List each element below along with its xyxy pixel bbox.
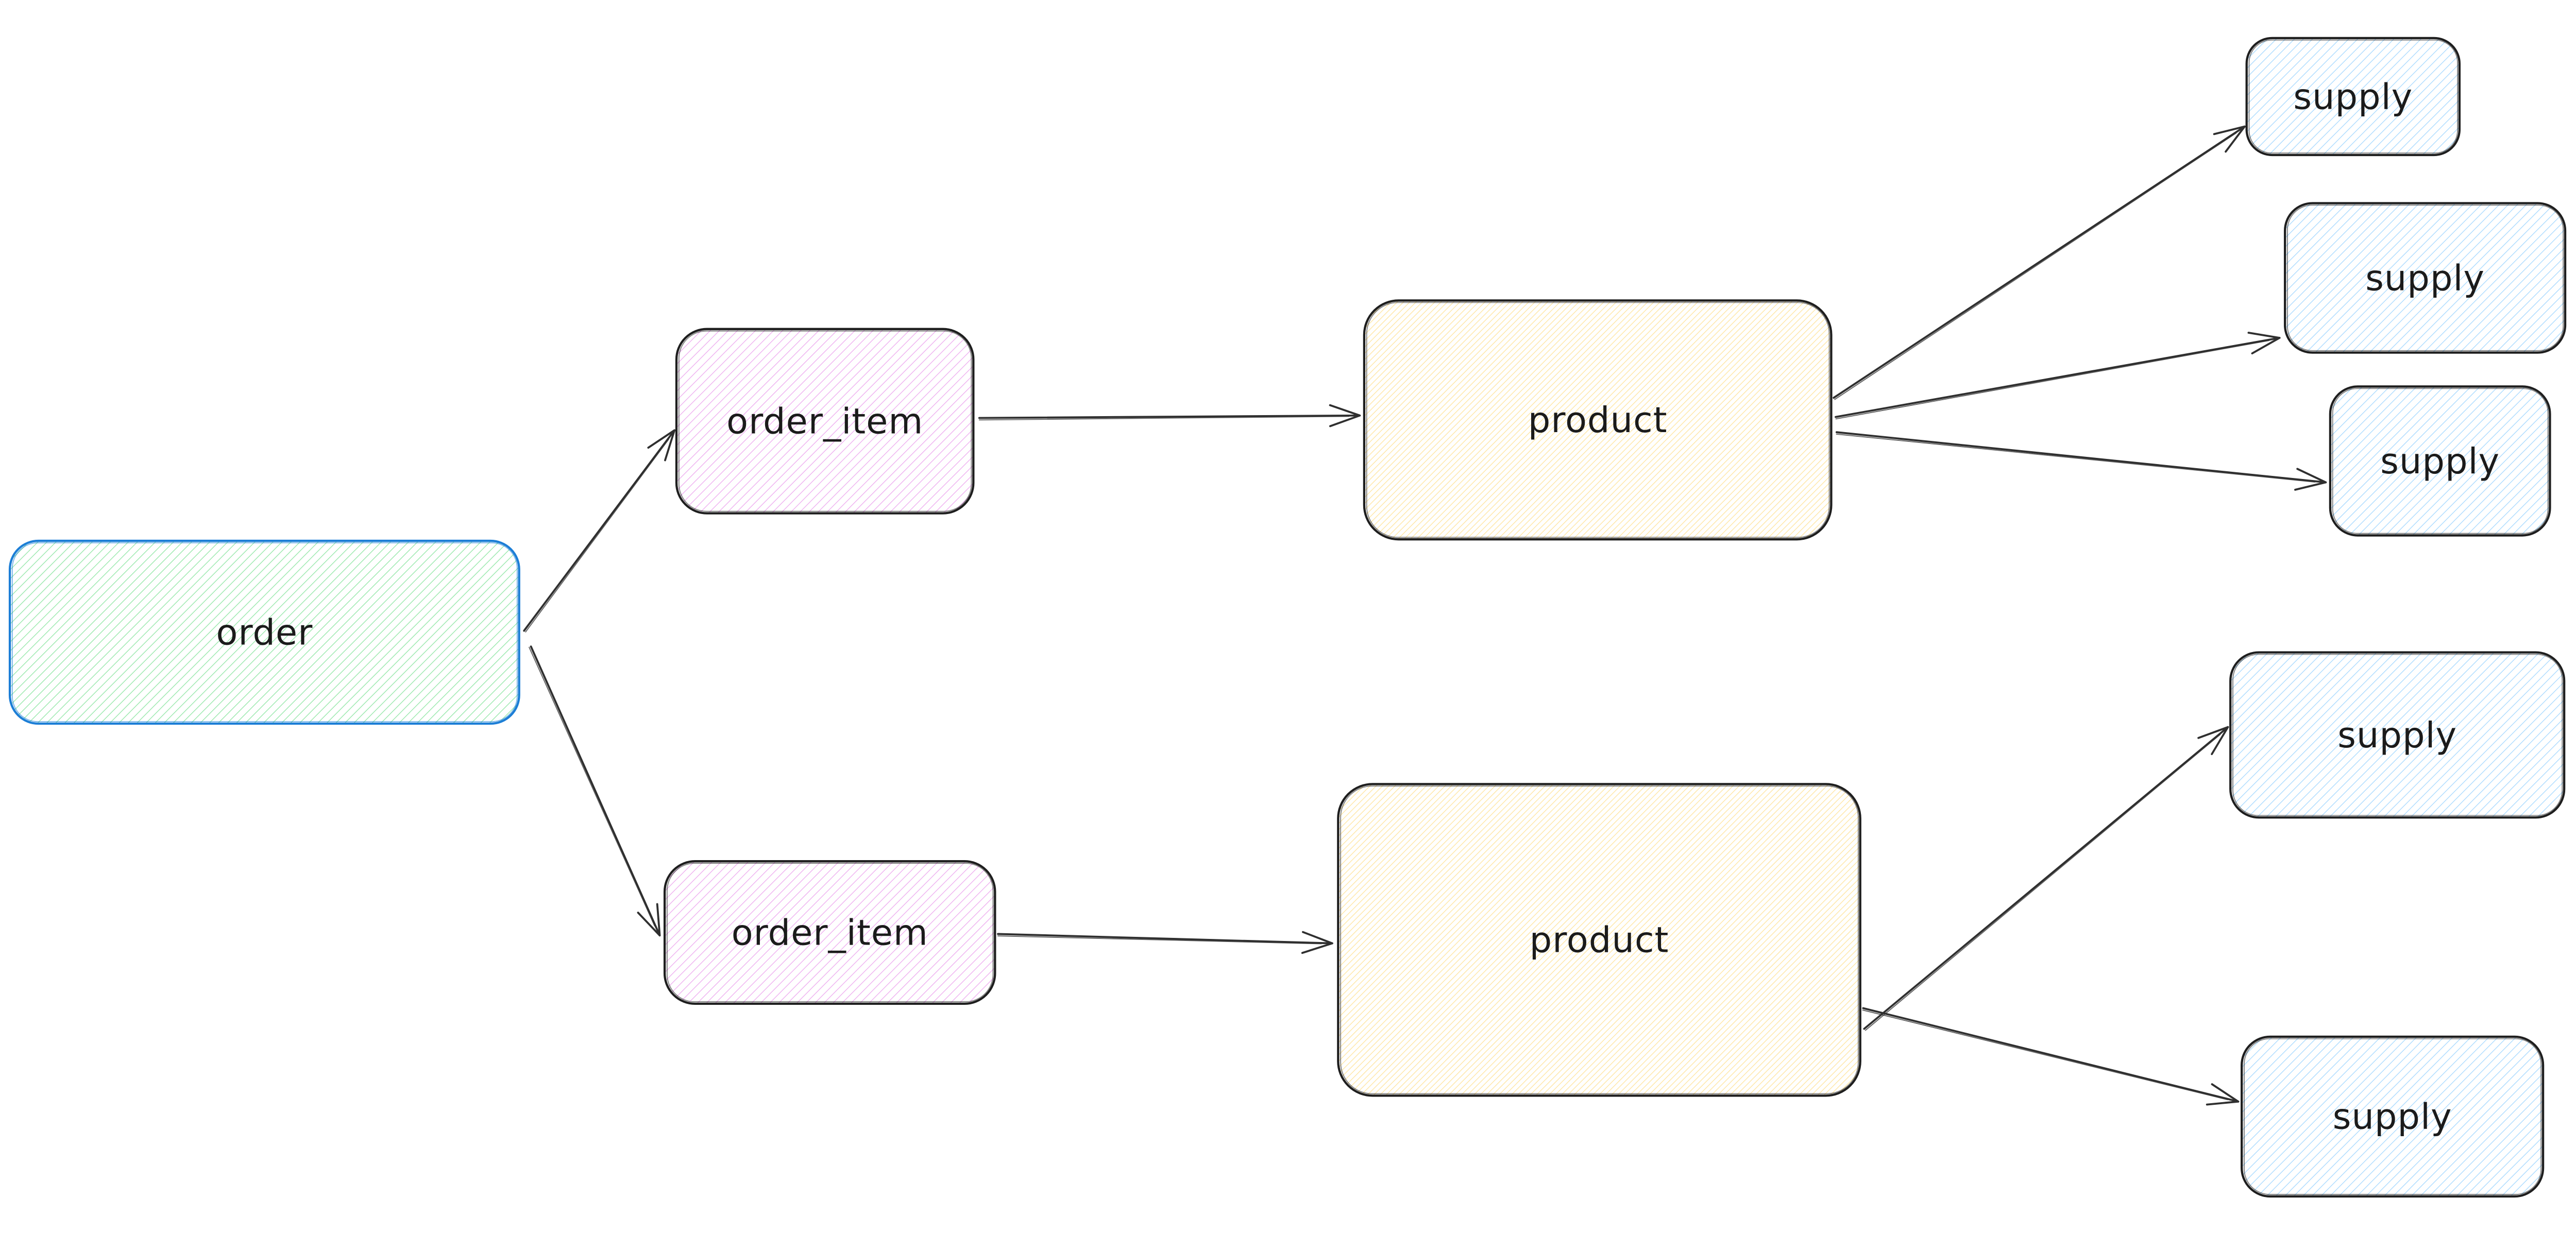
edge-order-item-top-to-product-top[interactable] bbox=[978, 404, 1361, 427]
node-box[interactable] bbox=[1337, 783, 1861, 1097]
arrowhead-icon bbox=[2294, 468, 2327, 491]
arrowhead-icon bbox=[2247, 332, 2281, 355]
node-label: supply bbox=[2365, 258, 2485, 299]
node-label: supply bbox=[2293, 76, 2413, 117]
node-box-sketch-outline bbox=[2243, 1038, 2542, 1195]
node-box-sketch-outline bbox=[666, 863, 994, 1003]
edge-order-item-bottom-to-product-bottom[interactable] bbox=[997, 931, 1333, 954]
node-label: order bbox=[216, 612, 313, 653]
edge-product-top-to-supply-2[interactable] bbox=[1835, 332, 2281, 420]
nodes-layer: orderorder_itemorder_itemproductproducts… bbox=[8, 37, 2567, 1198]
node-supply-4[interactable]: supply bbox=[2229, 651, 2566, 819]
node-box-sketch-outline bbox=[2248, 39, 2458, 154]
node-label: supply bbox=[2380, 441, 2500, 482]
node-box[interactable] bbox=[2283, 202, 2567, 354]
arrowhead-icon bbox=[637, 903, 661, 937]
node-box[interactable] bbox=[1363, 299, 1833, 541]
node-box-sketch-outline bbox=[1340, 785, 1859, 1094]
arrowhead-icon bbox=[2197, 726, 2229, 756]
node-supply-2[interactable]: supply bbox=[2283, 202, 2567, 354]
node-label: supply bbox=[2333, 1097, 2452, 1138]
node-box-sketch-outline bbox=[1366, 302, 1830, 538]
node-product-top[interactable]: product bbox=[1363, 299, 1833, 541]
node-order[interactable]: order bbox=[8, 539, 520, 725]
node-box-sketch-outline bbox=[2286, 204, 2564, 351]
node-box-sketch-outline bbox=[11, 542, 518, 723]
node-box[interactable] bbox=[2245, 37, 2461, 157]
node-box[interactable] bbox=[2240, 1035, 2545, 1198]
node-box[interactable] bbox=[8, 539, 520, 725]
arrowhead-icon bbox=[2206, 1083, 2240, 1106]
node-order-item-bottom[interactable]: order_item bbox=[663, 860, 996, 1005]
node-supply-3[interactable]: supply bbox=[2329, 385, 2551, 537]
node-box[interactable] bbox=[2229, 651, 2566, 819]
node-box[interactable] bbox=[675, 328, 975, 515]
edge-product-top-to-supply-1[interactable] bbox=[1833, 125, 2246, 400]
arrowhead-icon bbox=[1301, 931, 1333, 954]
edge-product-bottom-to-supply-4[interactable] bbox=[1863, 726, 2229, 1031]
edge-product-top-to-supply-3[interactable] bbox=[1835, 431, 2327, 491]
node-label: product bbox=[1530, 920, 1669, 961]
node-box-sketch-outline bbox=[2232, 654, 2563, 816]
edge-order-to-order-item-bottom[interactable] bbox=[529, 645, 661, 937]
node-supply-5[interactable]: supply bbox=[2240, 1035, 2545, 1198]
node-product-bottom[interactable]: product bbox=[1337, 783, 1861, 1097]
node-box-sketch-outline bbox=[2332, 388, 2549, 534]
edges-layer bbox=[523, 125, 2327, 1106]
node-box[interactable] bbox=[2329, 385, 2551, 537]
node-label: supply bbox=[2337, 715, 2457, 756]
node-label: order_item bbox=[726, 401, 923, 442]
arrowhead-icon bbox=[647, 429, 676, 461]
node-label: product bbox=[1528, 400, 1668, 441]
arrowhead-icon bbox=[1329, 404, 1361, 427]
edge-order-to-order-item-top[interactable] bbox=[523, 429, 676, 632]
node-order-item-top[interactable]: order_item bbox=[675, 328, 975, 515]
edge-product-bottom-to-supply-5[interactable] bbox=[1862, 1007, 2240, 1106]
node-supply-1[interactable]: supply bbox=[2245, 37, 2461, 157]
node-label: order_item bbox=[732, 912, 928, 953]
arrowhead-icon bbox=[2213, 125, 2246, 153]
node-box[interactable] bbox=[663, 860, 996, 1005]
node-box-sketch-outline bbox=[678, 330, 972, 512]
